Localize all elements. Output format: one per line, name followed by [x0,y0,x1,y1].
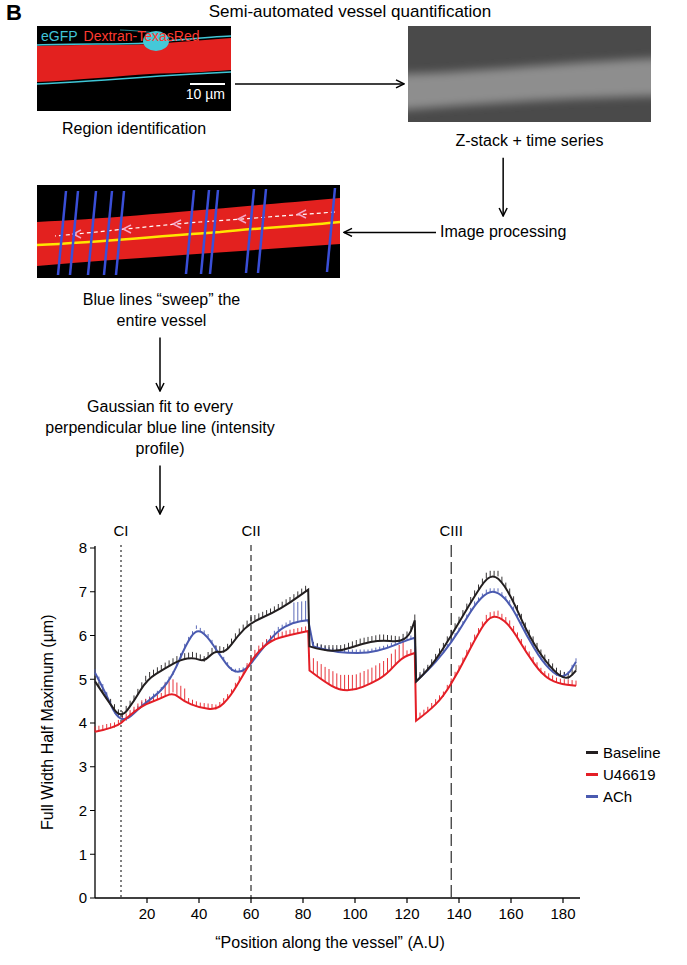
profile-line [186,190,194,274]
tick-label: 60 [243,905,260,922]
data-curve [95,617,576,732]
data-curve [95,576,576,714]
data-curve [95,592,576,719]
profile-line [246,189,254,273]
legend-item: Baseline [586,744,661,761]
profile-line [70,191,78,275]
legend-text: U46619 [603,766,656,783]
profile-line [258,189,266,273]
legend-item: U46619 [586,766,656,783]
tick-label: 120 [394,905,419,922]
profile-line [104,191,112,275]
image-caption: Z-stack + time series [408,131,651,152]
image-panel: Z-stack + time series [408,26,651,154]
panel-letter: B [6,0,22,25]
tick-label: 80 [295,905,312,922]
perpendicular-lines [58,188,335,275]
tick-label: 20 [139,905,156,922]
figure-title: Semi-automated vessel quantification [10,2,687,22]
microscopy-image [37,26,231,111]
pericyte-process [37,72,231,84]
process-step: Image processing [440,220,566,245]
profile-line [88,191,96,275]
flow-arrow [502,158,504,216]
tick-label: 7 [79,583,87,600]
process-step: Gaussian fit to every perpendicular blue… [45,395,275,461]
image-label: Dextran-TexasRed [84,28,200,44]
tick-label: 160 [498,905,523,922]
legend-text: ACh [603,788,632,805]
legend-swatch [586,773,598,776]
flow-arrow [344,232,436,234]
marker-line [451,545,452,898]
axis-title: Full Width Half Maximum (µm) [39,604,57,840]
profile-line [327,188,335,272]
image-caption: Region identification [37,119,231,140]
line-chart [90,545,580,903]
profile-line [116,191,124,275]
x-axis [95,897,580,898]
tick-label: 3 [79,758,87,775]
scale-bar [190,83,225,85]
marker-label: CIII [440,522,463,539]
chart-panel: Full Width Half Maximum (µm) “Position al… [20,518,590,958]
step-text: Gaussian fit to every perpendicular blue… [45,397,275,459]
marker-line [251,545,252,898]
profile-line [201,190,209,274]
marker-label: CI [114,522,129,539]
tick-label: 140 [446,905,471,922]
tick-label: 2 [79,802,87,819]
x-ticks [147,898,563,903]
image-ground [37,26,231,111]
tick-label: 5 [79,671,87,688]
tick-label: 8 [79,539,87,556]
y-axis [94,546,95,898]
legend-item: ACh [586,788,632,805]
flow-arrow [159,338,161,391]
image-label: 10 µm [186,86,225,102]
flow-arrow [159,465,161,514]
image-label: eGFP [41,28,78,44]
profile-line [58,191,66,275]
error-bars [95,611,576,732]
legend-text: Baseline [603,744,661,761]
profile-line [210,190,218,274]
tick-label: 4 [79,714,87,731]
error-bars [95,588,576,721]
axis-title: “Position along the vessel” (A.U) [120,934,540,952]
tick-label: 40 [191,905,208,922]
vessel-blur [408,58,651,110]
legend-swatch [586,751,598,754]
vessel-lumen [37,38,231,82]
sweep-path [55,212,335,236]
tick-label: 100 [342,905,367,922]
legend-swatch [586,795,598,798]
flow-arrow [235,83,404,85]
y-ticks [90,548,95,898]
image-panel: Blue lines “sweep” the entire vessel [37,185,340,334]
tick-label: 0 [79,889,87,906]
image-caption: Blue lines “sweep” the entire vessel [79,290,244,332]
step-text: Image processing [440,222,566,243]
sweep-image [37,185,340,278]
zstack-image [408,26,651,122]
tick-label: 180 [550,905,575,922]
marker-label: CII [241,522,260,539]
image-panel: eGFP Dextran-TexasRed 10 µm Region identifi… [37,26,231,142]
tick-label: 6 [79,627,87,644]
tick-label: 1 [79,846,87,863]
image-ground [37,185,340,278]
